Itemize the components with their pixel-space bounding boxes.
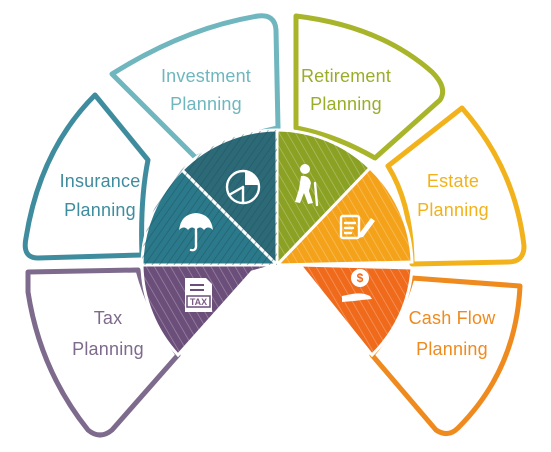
pie-chart-icon bbox=[225, 169, 261, 205]
svg-text:Planning: Planning bbox=[72, 339, 144, 359]
label-insurance: Insurance Planning bbox=[60, 171, 141, 220]
tax-form-icon: TAX bbox=[185, 278, 212, 312]
umbrella-icon bbox=[179, 213, 213, 252]
svg-text:Insurance: Insurance bbox=[60, 171, 141, 191]
svg-text:Cash Flow: Cash Flow bbox=[409, 308, 497, 328]
svg-text:Retirement: Retirement bbox=[301, 66, 391, 86]
money-hand-icon: $ bbox=[342, 269, 372, 302]
svg-text:Investment: Investment bbox=[161, 66, 251, 86]
label-cashflow: Cash Flow Planning bbox=[409, 308, 497, 359]
svg-text:Estate: Estate bbox=[427, 171, 479, 191]
svg-text:Planning: Planning bbox=[310, 94, 382, 114]
label-estate: Estate Planning bbox=[417, 171, 489, 220]
svg-text:Planning: Planning bbox=[64, 200, 136, 220]
outline-estate bbox=[385, 105, 527, 267]
svg-text:Planning: Planning bbox=[416, 339, 488, 359]
label-retirement: Retirement Planning bbox=[301, 66, 391, 114]
svg-text:Planning: Planning bbox=[170, 94, 242, 114]
svg-text:Tax: Tax bbox=[94, 308, 123, 328]
svg-text:Planning: Planning bbox=[417, 200, 489, 220]
svg-text:$: $ bbox=[357, 271, 364, 285]
elderly-person-icon bbox=[295, 164, 319, 207]
label-investment: Investment Planning bbox=[161, 66, 251, 114]
tax-icon-text: TAX bbox=[190, 297, 207, 307]
document-pen-icon bbox=[339, 214, 375, 240]
label-tax: Tax Planning bbox=[72, 308, 144, 359]
center-wedges bbox=[140, 128, 414, 358]
outline-insurance bbox=[22, 92, 151, 261]
outline-retirement bbox=[293, 13, 446, 161]
